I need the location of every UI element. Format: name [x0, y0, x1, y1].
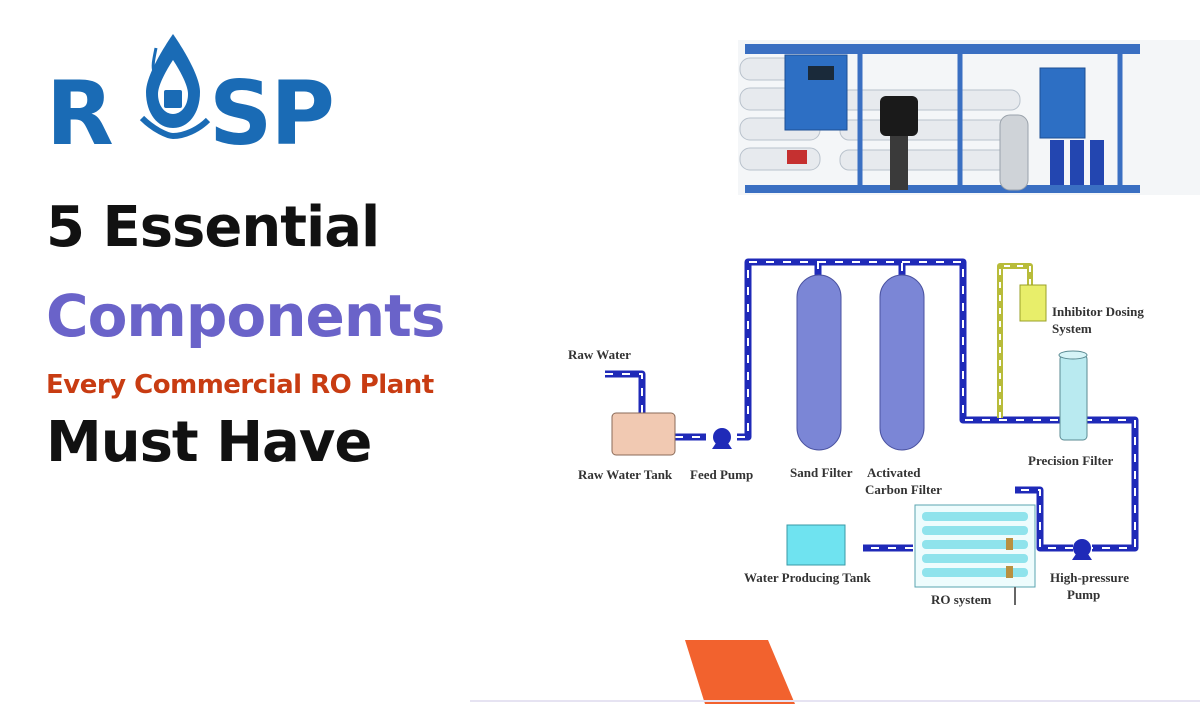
orange-accent-bottom	[685, 640, 795, 704]
headline-line-2: Components	[46, 282, 445, 350]
label-high-pressure: High-pressure	[1050, 570, 1129, 585]
label-inhibitor-system: System	[1052, 321, 1092, 336]
label-feed-pump: Feed Pump	[690, 467, 753, 482]
ro-plant-photo	[738, 40, 1200, 195]
label-ro-system: RO system	[931, 592, 991, 607]
label-sand-filter: Sand Filter	[790, 465, 853, 480]
sand-filter-vessel	[796, 274, 842, 451]
headline-line-3: Every Commercial RO Plant	[46, 370, 434, 400]
carbon-filter-vessel	[879, 274, 925, 451]
feed-pump-icon	[713, 428, 731, 446]
label-water-producing-tank: Water Producing Tank	[744, 570, 871, 585]
high-pressure-pump-icon	[1073, 539, 1091, 557]
label-activated: Activated	[867, 465, 921, 480]
label-pump: Pump	[1067, 587, 1100, 602]
label-carbon-filter: Carbon Filter	[865, 482, 942, 497]
ro-membrane-array	[914, 504, 1036, 605]
precision-filter-vessel	[1059, 354, 1088, 441]
water-drop-icon	[139, 34, 211, 140]
headline-line-1: 5 Essential	[46, 195, 380, 260]
label-raw-water: Raw Water	[568, 347, 631, 362]
label-raw-water-tank: Raw Water Tank	[578, 467, 673, 482]
logo-letter-r: R	[46, 62, 114, 165]
rosp-logo: R SP	[46, 30, 346, 158]
inhibitor-dosing-tank	[1019, 284, 1047, 322]
headline-line-4: Must Have	[46, 410, 372, 475]
raw-water-tank	[611, 412, 676, 456]
label-precision-filter: Precision Filter	[1028, 453, 1114, 468]
label-inhibitor-dosing: Inhibitor Dosing	[1052, 304, 1144, 319]
logo-letters-sp: SP	[209, 62, 335, 165]
water-producing-tank	[786, 524, 846, 566]
pipe-network	[605, 258, 1139, 552]
